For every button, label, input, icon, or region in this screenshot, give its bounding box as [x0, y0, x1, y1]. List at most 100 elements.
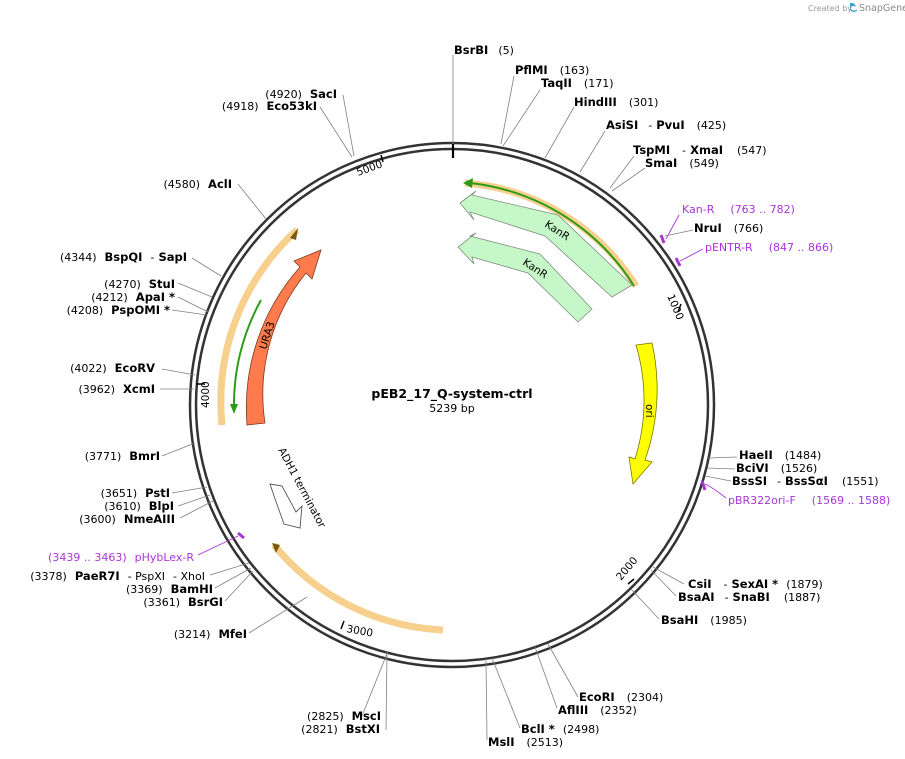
orf-ura3-arrowhead	[290, 228, 298, 240]
orf-kanr-line	[469, 182, 635, 287]
orf-ura3-line-arrowhead	[230, 404, 238, 414]
leader-nrui	[664, 229, 694, 237]
feature-kanr-outer	[459, 190, 633, 298]
orf-highlights	[217, 178, 639, 634]
leader-bamhi	[214, 567, 252, 589]
enzyme-label-afliii: AflIII(2352)	[558, 703, 637, 717]
leader-bsssi	[704, 475, 732, 482]
tick-mark-5000	[380, 154, 384, 163]
orf-adh1-highlight	[271, 542, 444, 634]
leader-msli	[485, 658, 488, 741]
enzyme-label-acli: (4580)AclI	[163, 177, 232, 191]
tick-label-5000: 5000	[355, 158, 384, 178]
leader-hindiii	[544, 106, 575, 159]
orf-ura3-line	[232, 299, 262, 412]
primer-pbr322ori-f-leader	[704, 483, 727, 499]
created-by-text: Created by	[808, 4, 852, 13]
feature-ori	[628, 342, 658, 485]
leader-asisi	[579, 130, 606, 173]
enzyme-labels-left: (2825)MscI (2821)BstXI (3214)MfeI (3361)…	[30, 87, 381, 736]
enzyme-label-bstxi: (2821)BstXI	[301, 722, 380, 736]
feature-adh1-terminator	[269, 483, 303, 529]
primer-label-pbr322ori-f: pBR322ori-F(1569 .. 1588)	[728, 494, 890, 507]
enzyme-label-bcivi: BciVI(1526)	[736, 461, 817, 475]
enzyme-label-msci: (2825)MscI	[307, 709, 381, 723]
leader-blpi	[177, 494, 211, 507]
enzyme-label-asisi: AsiSI-PvuI(425)	[606, 118, 726, 132]
enzyme-label-psti: (3651)PstI	[101, 486, 170, 500]
primer-labels: Kan-R(763 .. 782) pENTR-R(847 .. 866) pB…	[48, 203, 890, 564]
primer-phyblex-r-marker	[237, 531, 245, 540]
feature-label-ura3: URA3	[257, 320, 277, 351]
enzyme-label-bamhi: (3369)BamHI	[126, 582, 213, 596]
leader-saci	[342, 94, 355, 157]
orf-adh1-arrowhead	[272, 543, 280, 553]
enzyme-label-eco53ki: (4918)Eco53kI	[222, 99, 317, 113]
leader-mfei	[248, 596, 308, 634]
enzyme-label-csii: CsiI-SexAI *(1879)	[688, 577, 823, 591]
primer-label-kan-r: Kan-R(763 .. 782)	[682, 203, 795, 216]
tick-mark-2000	[627, 578, 635, 585]
leader-ecorv	[161, 368, 196, 376]
enzyme-label-paer7i: (3378)PaeR7I- PspXI- XhoI	[30, 569, 205, 583]
leader-pspomi	[171, 309, 208, 316]
enzyme-label-bsrgi: (3361)BsrGI	[143, 595, 223, 609]
leader-bcli	[491, 657, 521, 729]
enzyme-label-apai: (4212)ApaI *	[91, 290, 175, 304]
leader-tspmi	[609, 155, 635, 189]
enzyme-label-smai: SmaI(549)	[645, 156, 719, 170]
leader-bsrgi	[224, 570, 254, 602]
enzyme-label-mfei: (3214)MfeI	[174, 627, 247, 641]
enzyme-label-bmri: (3771)BmrI	[85, 449, 160, 463]
enzyme-label-pspomi: (4208)PspOMI *	[67, 303, 170, 317]
leader-smai	[611, 167, 646, 192]
feature-label-ori: ori	[643, 404, 655, 418]
snapgene-logo-icon	[849, 2, 858, 12]
enzyme-label-pflmi: PflMI(163)	[515, 63, 589, 77]
tick-mark-1000	[677, 303, 682, 313]
enzyme-label-tspmi: TspMI-XmaI(547)	[633, 143, 767, 157]
enzyme-label-bsssi: BssSI-BssSαI(1551)	[732, 474, 879, 488]
leader-bcivi	[706, 467, 736, 470]
primer-label-pentr-r: pENTR-R(847 .. 866)	[705, 241, 833, 254]
primer-pentr-r-marker	[674, 257, 682, 267]
leader-stui	[177, 282, 213, 298]
leader-haeii	[707, 456, 738, 459]
enzyme-label-saci: (4920)SacI	[265, 87, 337, 101]
primer-label-phyblex-r: (3439 .. 3463)pHybLex-R	[48, 551, 194, 564]
enzyme-label-ecori: EcoRI(2304)	[579, 690, 663, 704]
leader-paer7i	[209, 562, 250, 576]
leader-bstxi	[385, 650, 388, 731]
tick-label-4000: 4000	[200, 381, 212, 408]
leader-afliii	[534, 646, 558, 709]
enzyme-label-bspqi: (4344)BspQI-SapI	[60, 250, 187, 264]
primer-markers	[197, 214, 727, 556]
enzyme-label-ecorv: (4022)EcoRV	[70, 361, 155, 375]
leader-bmri	[161, 442, 196, 457]
tick-label-2000: 2000	[614, 555, 640, 583]
leader-nmeaiii	[179, 500, 214, 519]
leader-acli	[237, 183, 267, 220]
snapgene-watermark: Created by SnapGene	[808, 2, 905, 14]
backbone-outer-ring	[188, 141, 716, 669]
tick-mark-3000	[340, 620, 345, 630]
leader-bspqi	[191, 257, 222, 277]
leader-pflmi	[500, 75, 515, 145]
primer-phyblex-r-leader	[197, 535, 239, 556]
leader-bsaai	[650, 569, 677, 597]
feature-ura3	[245, 249, 322, 426]
orf-kanr-arrowhead	[463, 178, 473, 188]
enzyme-label-nmeaiii: (3600)NmeAIII	[79, 512, 175, 526]
leader-taqii	[502, 89, 541, 147]
feature-kanr-inner	[457, 232, 593, 323]
enzyme-labels: BsrBI(5) PflMI(163) TaqII(171) HindIII(3…	[454, 43, 879, 749]
orf-ura3-highlight	[217, 227, 300, 426]
tick-label-1000: 1000	[664, 292, 685, 321]
enzyme-label-nrui: NruI(766)	[694, 221, 763, 235]
enzyme-label-xcmi: (3962)XcmI	[78, 382, 155, 396]
leader-msci	[361, 650, 389, 717]
leader-eco53ki	[319, 106, 353, 158]
enzyme-leader-lines	[160, 55, 738, 741]
plasmid-length: 5239 bp	[429, 402, 474, 415]
plasmid-name: pEB2_17_Q-system-ctrl	[371, 386, 532, 402]
